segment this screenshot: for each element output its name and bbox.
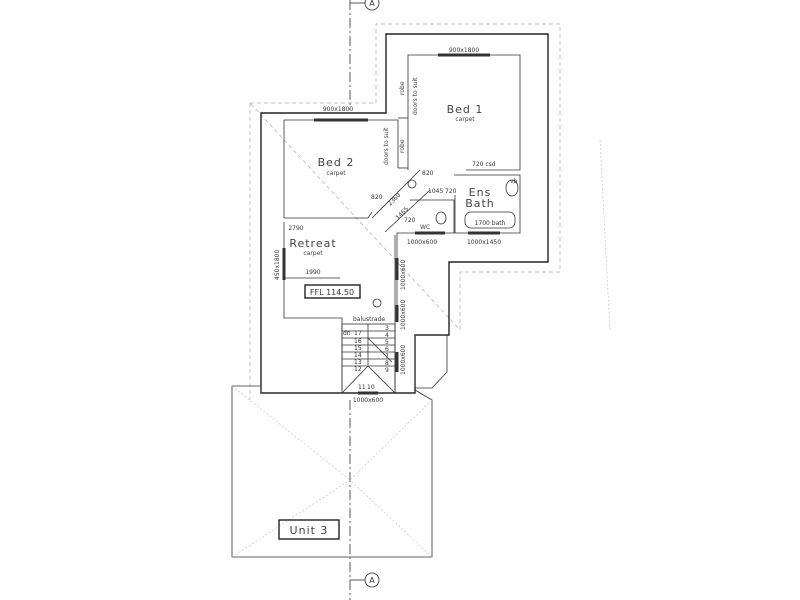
robe-label-2: robe xyxy=(399,139,406,153)
eave-outline xyxy=(249,23,561,331)
stair-number: 14 xyxy=(354,352,362,359)
robe-label-1: robe xyxy=(399,81,406,95)
smoke-detector-icon xyxy=(407,179,417,189)
dim-window-bottom: 1000x600 xyxy=(353,397,383,404)
lower-roof-right xyxy=(414,334,448,389)
ffl-box xyxy=(304,284,361,299)
floor-label-retreat: carpet xyxy=(303,250,323,257)
ensuite-walls xyxy=(454,174,521,234)
toilet-icon xyxy=(435,211,447,225)
lower-unit-outline xyxy=(231,385,433,558)
note-doors-to-suit: doors to suit xyxy=(412,77,419,115)
stair-number: 13 xyxy=(354,359,362,366)
section-marker-bottom xyxy=(364,572,380,588)
bath-icon xyxy=(464,211,516,229)
room-label-bed1: Bed 1 xyxy=(447,103,484,116)
room-label-ensuite-2: Bath xyxy=(465,197,495,210)
dim-2790: 2790 xyxy=(288,225,303,232)
dim-window-bath: 1000x1450 xyxy=(467,239,501,246)
dim-2360: 2360 xyxy=(386,192,402,208)
section-marker-top xyxy=(364,0,380,11)
note-balustrade: balustrade xyxy=(353,316,385,323)
dim-window-retreat: 450x1800 xyxy=(274,250,281,280)
stair-number: 17 xyxy=(354,330,362,337)
wc-walls xyxy=(396,199,455,305)
dim-720: 720 xyxy=(404,217,416,224)
stair-number: 8 xyxy=(385,360,389,367)
stair-number: 3 xyxy=(385,325,389,332)
room-label-wc: WC xyxy=(420,224,430,231)
dim-window-hall: 1000x600 xyxy=(400,300,407,330)
dim-window-bed1: 900x1800 xyxy=(449,47,479,54)
stair-number: 10 xyxy=(367,384,375,391)
note-doors-to-suit: doors to suit xyxy=(383,127,390,165)
dim-820: 820 xyxy=(422,170,434,177)
stair-number: 4 xyxy=(385,332,389,339)
stair-number: 6 xyxy=(385,346,389,353)
note-csd: 720 csd xyxy=(472,161,496,168)
room-label-retreat: Retreat xyxy=(289,237,336,250)
dim-window-bed2: 900x1800 xyxy=(323,106,353,113)
room-label-ensuite: Ens xyxy=(469,186,492,199)
unit-label: Unit 3 xyxy=(290,524,329,537)
stair-number: 11 xyxy=(358,384,366,391)
dim-720: 720 xyxy=(445,188,457,195)
dim-1045: 1045 xyxy=(428,188,443,195)
dim-window-stair: 1000x600 xyxy=(400,345,407,375)
bed1-walls xyxy=(407,54,521,171)
dim-820: 820 xyxy=(371,194,383,201)
bed2-walls xyxy=(283,119,399,218)
dim-1990: 1990 xyxy=(305,269,320,276)
note-vb: vb xyxy=(510,178,518,185)
stair-number: 15 xyxy=(354,345,362,352)
stair-number: 12 xyxy=(354,366,362,373)
section-marker-bottom-label: A xyxy=(369,576,375,585)
note-bath: 1700 bath xyxy=(475,220,506,227)
dim-window-hall: 1000x600 xyxy=(400,260,407,290)
floor-label-bed2: carpet xyxy=(326,170,346,177)
stair-dn-label: dn xyxy=(343,330,351,337)
stair-number: 5 xyxy=(385,339,389,346)
room-label-bed2: Bed 2 xyxy=(318,156,355,169)
ffl-label: FFL 114.50 xyxy=(310,288,354,297)
staircase xyxy=(341,323,396,394)
dim-window-wc: 1000x600 xyxy=(407,239,437,246)
stair-number: 9 xyxy=(385,367,389,374)
unit-label-box xyxy=(278,519,340,540)
stair-number: 16 xyxy=(354,338,362,345)
basin-icon xyxy=(505,179,519,197)
smoke-detector-icon xyxy=(372,298,382,308)
floor-label-bed1: carpet xyxy=(455,116,475,123)
section-marker-top-label: A xyxy=(369,0,375,8)
stair-number: 7 xyxy=(385,353,389,360)
